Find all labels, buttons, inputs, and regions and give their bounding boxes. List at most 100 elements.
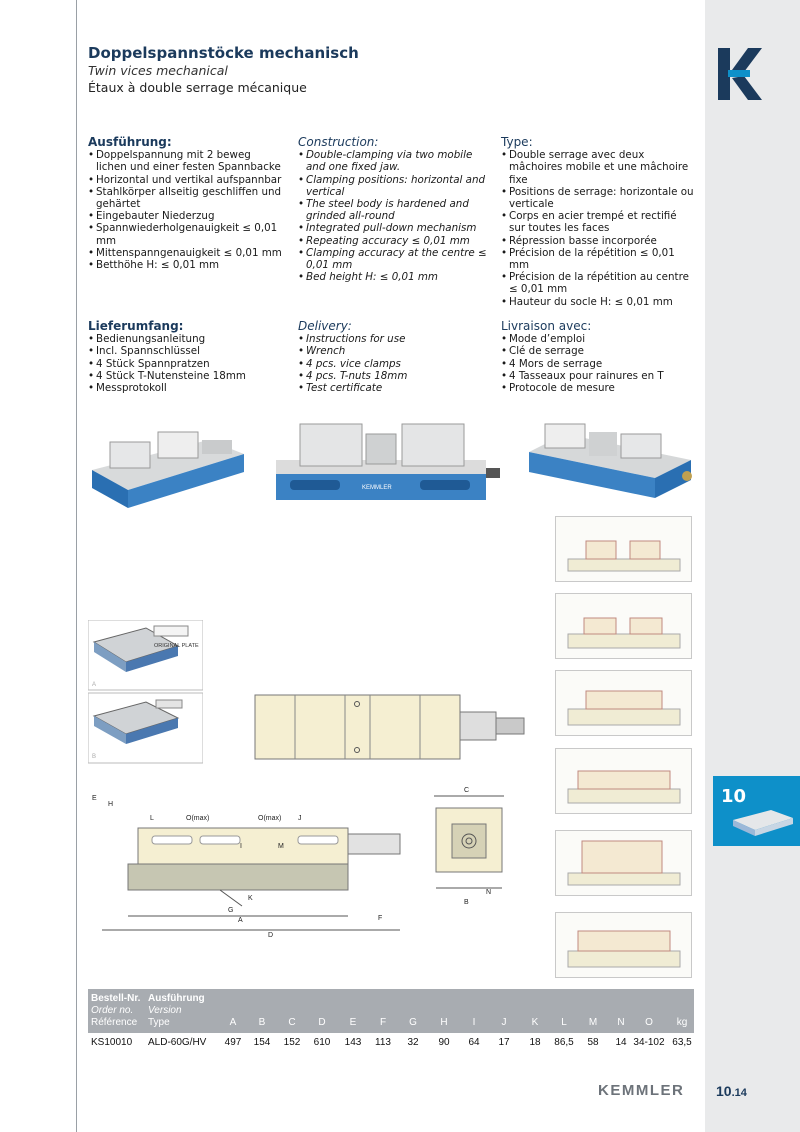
delivery-de-heading: Lieferumfang: xyxy=(88,319,184,333)
header-order-fr: Référence xyxy=(91,1017,138,1028)
list-item: Eingebauter Niederzug xyxy=(88,210,283,222)
dim-label: B xyxy=(464,899,469,906)
delivery-fr-list: Mode d’emploiClé de serrage4 Mors de ser… xyxy=(501,333,696,394)
column-header: N xyxy=(617,1017,625,1028)
list-item: Integrated pull-down mechanism xyxy=(298,222,493,234)
column-header: L xyxy=(561,1017,567,1028)
column-header: K xyxy=(531,1017,539,1028)
list-item: 4 Stück T-Nutensteine 18mm xyxy=(88,370,283,382)
list-item: Clamping positions: horizontal and verti… xyxy=(298,174,493,198)
dim-label: O(max) xyxy=(186,815,209,822)
original-plate-sketch: ORIGINAL PLATE A B xyxy=(88,620,203,764)
column-header: J xyxy=(501,1017,507,1028)
table-cell: 32 xyxy=(407,1037,419,1048)
table-cell: 17 xyxy=(498,1037,510,1048)
list-item: The steel body is hardened and grinded a… xyxy=(298,198,493,222)
delivery-en: Delivery: Instructions for useWrench4 pc… xyxy=(298,319,493,395)
dim-label: H xyxy=(108,801,113,808)
header-order-de: Bestell-Nr. xyxy=(91,993,141,1004)
list-item: Protocole de mesure xyxy=(501,382,696,394)
column-header: D xyxy=(318,1017,326,1028)
page-title-en: Twin vices mechanical xyxy=(88,63,228,78)
dim-label: E xyxy=(92,795,97,802)
list-item: Clé de serrage xyxy=(501,345,696,357)
clamping-variant-6 xyxy=(555,912,692,978)
clamping-variant-5 xyxy=(555,830,692,896)
spec-table-header: Bestell-Nr. Order no. Référence Ausführu… xyxy=(88,989,694,1033)
header-type-en: Version xyxy=(148,1005,182,1016)
features-en-list: Double-clamping via two mobile and one f… xyxy=(298,149,493,283)
column-header: M xyxy=(588,1017,598,1028)
top-view-drawing xyxy=(254,694,525,760)
column-header: G xyxy=(409,1017,417,1028)
table-cell: 64 xyxy=(468,1037,480,1048)
table-cell: 143 xyxy=(344,1037,362,1048)
column-header: A xyxy=(229,1017,237,1028)
table-cell: 14 xyxy=(615,1037,627,1048)
table-cell: 58 xyxy=(587,1037,599,1048)
clamping-variant-2 xyxy=(555,593,692,659)
list-item: Horizontal und vertikal aufspannbar xyxy=(88,174,283,186)
right-margin-band xyxy=(705,0,800,1132)
dim-label: M xyxy=(278,843,284,850)
plate-view-a: A xyxy=(92,682,96,688)
column-header: C xyxy=(288,1017,296,1028)
page-number-major: 10 xyxy=(716,1083,732,1099)
list-item: Spannwiederholgenauigkeit ≤ 0,01 mm xyxy=(88,222,283,246)
features-de-list: Doppelspannung mit 2 beweg lichen und ei… xyxy=(88,149,283,271)
features-en: Construction: Double-clamping via two mo… xyxy=(298,136,493,284)
table-cell: 63,5 xyxy=(672,1037,692,1048)
delivery-en-list: Instructions for useWrench4 pcs. vice cl… xyxy=(298,333,493,394)
dim-label: L xyxy=(150,815,154,822)
list-item: 4 Mors de serrage xyxy=(501,358,696,370)
table-cell: 34-102 xyxy=(633,1037,665,1048)
front-view-drawing: C N B xyxy=(434,787,504,906)
footer-brand: KEMMLER xyxy=(598,1082,685,1099)
list-item: Incl. Spannschlüssel xyxy=(88,345,283,357)
list-item: Repeating accuracy ≤ 0,01 mm xyxy=(298,235,493,247)
delivery-fr: Livraison avec: Mode d’emploiClé de serr… xyxy=(501,320,696,395)
left-margin-line xyxy=(76,0,77,1132)
list-item: Stahlkörper allseitig geschliffen und ge… xyxy=(88,186,283,210)
plate-view-b: B xyxy=(92,754,96,760)
table-cell: 18 xyxy=(529,1037,541,1048)
cell-order: KS10010 xyxy=(91,1037,133,1048)
cell-type: ALD-60G/HV xyxy=(148,1037,207,1048)
header-type-fr: Type xyxy=(148,1017,170,1028)
side-view-dimension-drawing: E H L O(max) O(max) J I M G K A D F xyxy=(92,795,401,939)
list-item: Double-clamping via two mobile and one f… xyxy=(298,149,493,173)
delivery-en-heading: Delivery: xyxy=(298,319,352,333)
list-item: Messprotokoll xyxy=(88,382,283,394)
list-item: Précision de la répétition ≤ 0,01 mm xyxy=(501,247,696,271)
column-header: E xyxy=(349,1017,357,1028)
list-item: Instructions for use xyxy=(298,333,493,345)
list-item: Test certificate xyxy=(298,382,493,394)
column-header: O xyxy=(645,1017,653,1028)
photo-brand-label: KEMMLER xyxy=(362,485,392,491)
dim-label: O(max) xyxy=(258,815,281,822)
table-cell: 154 xyxy=(253,1037,271,1048)
table-cell: 152 xyxy=(283,1037,301,1048)
table-cell: 90 xyxy=(438,1037,450,1048)
dim-label: J xyxy=(298,815,302,822)
page-title-fr: Étaux à double serrage mécanique xyxy=(88,80,307,95)
list-item: Positions de serrage: horizontale ou ver… xyxy=(501,186,696,210)
clamping-variant-1 xyxy=(555,516,692,582)
kemmler-k-logo-icon xyxy=(718,48,762,100)
header-type-de: Ausführung xyxy=(148,993,205,1004)
list-item: Wrench xyxy=(298,345,493,357)
features-de: Ausführung: Doppelspannung mit 2 beweg l… xyxy=(88,136,283,272)
list-item: Clamping accuracy at the centre ≤ 0,01 m… xyxy=(298,247,493,271)
list-item: 4 Stück Spannpratzen xyxy=(88,358,283,370)
vice-photo-right xyxy=(529,423,692,498)
vice-photo-center: KEMMLER xyxy=(276,423,500,500)
list-item: Double serrage avec deux mâchoires mobil… xyxy=(501,149,696,186)
list-item: 4 pcs. vice clamps xyxy=(298,358,493,370)
table-cell: 113 xyxy=(375,1037,391,1048)
spec-table: Bestell-Nr. Order no. Référence Ausführu… xyxy=(88,989,694,1051)
column-header: I xyxy=(472,1017,476,1028)
list-item: Corps en acier trempé et rectifié sur to… xyxy=(501,210,696,234)
dim-label: I xyxy=(240,843,242,850)
column-header: F xyxy=(379,1017,387,1028)
